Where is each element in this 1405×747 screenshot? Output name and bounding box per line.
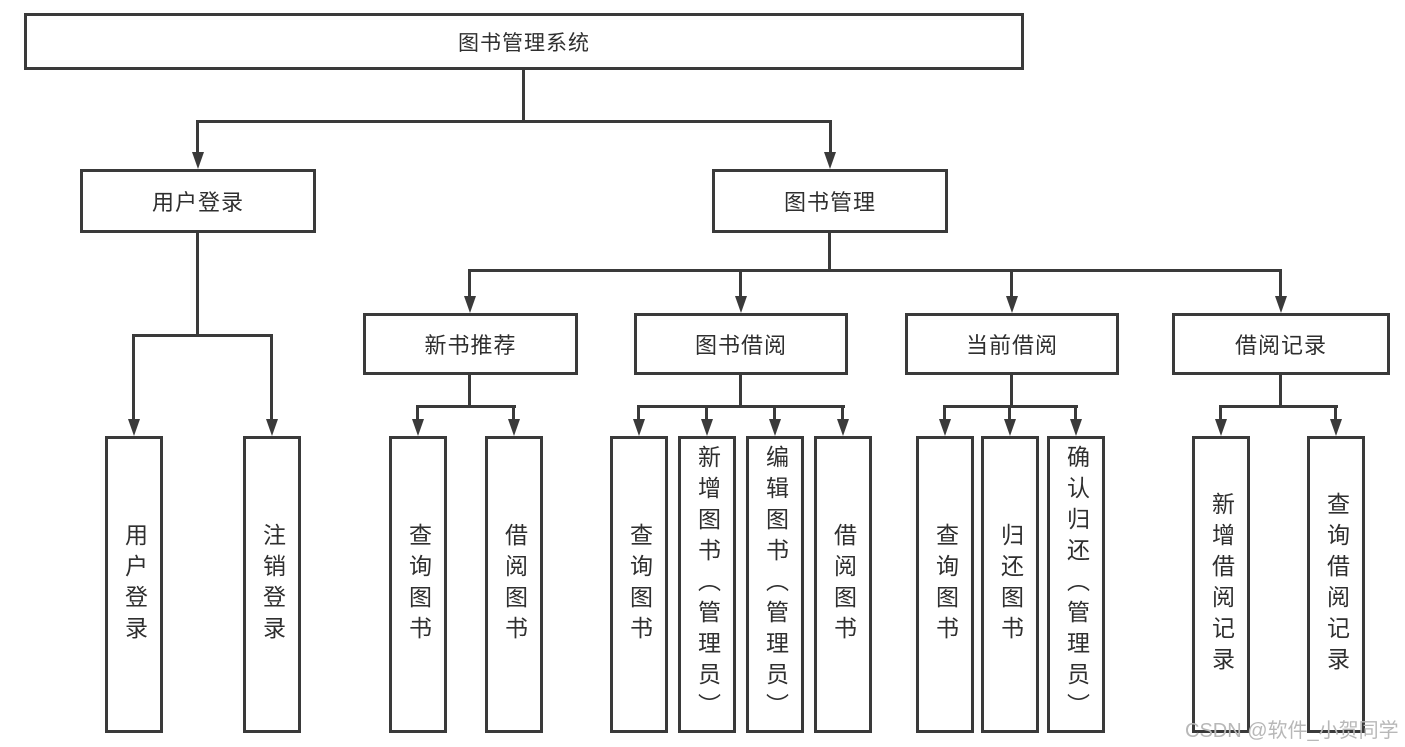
leaf-label: 查询图书 (626, 522, 653, 647)
connector-line (1279, 375, 1282, 408)
connector-line (416, 405, 516, 408)
arrowhead-down-icon (1330, 419, 1342, 436)
connector-line (1219, 405, 1338, 408)
leaf-label: 借阅图书 (830, 522, 857, 647)
node-book-management: 图书管理 (712, 169, 948, 233)
leaf-borrowing-add-books-admin: 新增图书（管理员） (678, 436, 736, 733)
leaf-recommend-borrow-books: 借阅图书 (485, 436, 543, 733)
connector-line (416, 405, 419, 420)
arrowhead-down-icon (128, 419, 140, 436)
leaf-label: 查询图书 (405, 522, 432, 647)
leaf-recommend-query-books: 查询图书 (389, 436, 447, 733)
arrowhead-down-icon (837, 419, 849, 436)
leaf-label: 用户登录 (121, 522, 148, 647)
connector-line (739, 269, 742, 298)
leaf-borrowing-borrow-books: 借阅图书 (814, 436, 872, 733)
connector-line (512, 405, 515, 420)
leaf-borrowing-edit-books-admin: 编辑图书（管理员） (746, 436, 804, 733)
leaf-label: 借阅图书 (501, 522, 528, 647)
leaf-user-login: 用户登录 (105, 436, 163, 733)
leaf-logout: 注销登录 (243, 436, 301, 733)
connector-line (841, 405, 844, 420)
csdn-watermark: CSDN @软件_小贺同学 (1185, 720, 1399, 742)
arrowhead-down-icon (1215, 419, 1227, 436)
connector-line (1334, 405, 1337, 420)
connector-line (1219, 405, 1222, 420)
connector-line (1010, 375, 1013, 408)
connector-line (196, 120, 199, 154)
arrowhead-down-icon (939, 419, 951, 436)
leaf-label: 新增图书（管理员） (694, 445, 721, 724)
connector-line (132, 334, 273, 337)
leaf-label: 查询借阅记录 (1323, 491, 1350, 678)
leaf-borrowing-query-books: 查询图书 (610, 436, 668, 733)
arrowhead-down-icon (266, 419, 278, 436)
connector-line (1279, 269, 1282, 298)
node-new-book-recommendation: 新书推荐 (363, 313, 578, 375)
arrowhead-down-icon (1004, 419, 1016, 436)
connector-line (739, 375, 742, 408)
connector-line (522, 70, 525, 120)
arrowhead-down-icon (701, 419, 713, 436)
arrowhead-down-icon (769, 419, 781, 436)
connector-line (705, 405, 708, 420)
connector-line (828, 233, 831, 272)
arrowhead-down-icon (1006, 296, 1018, 313)
connector-line (270, 334, 273, 420)
arrowhead-down-icon (1070, 419, 1082, 436)
connector-line (1010, 269, 1013, 298)
arrowhead-down-icon (735, 296, 747, 313)
connector-line (943, 405, 946, 420)
arrowhead-down-icon (1275, 296, 1287, 313)
connector-line (468, 375, 471, 408)
arrowhead-down-icon (508, 419, 520, 436)
node-book-borrowing: 图书借阅 (634, 313, 848, 375)
connector-line (196, 120, 832, 123)
leaf-label: 查询图书 (932, 522, 959, 647)
connector-line (132, 334, 135, 420)
leaf-current-confirm-return-admin: 确认归还（管理员） (1047, 436, 1105, 733)
connector-line (637, 405, 640, 420)
connector-line (468, 269, 1282, 272)
connector-line (637, 405, 845, 408)
connector-line (468, 269, 471, 298)
arrowhead-down-icon (824, 152, 836, 169)
connector-line (829, 120, 832, 154)
leaf-label: 确认归还（管理员） (1063, 445, 1090, 724)
node-user-login: 用户登录 (80, 169, 316, 233)
arrowhead-down-icon (192, 152, 204, 169)
node-borrowing-records: 借阅记录 (1172, 313, 1390, 375)
leaf-records-query-borrow-record: 查询借阅记录 (1307, 436, 1365, 733)
arrowhead-down-icon (464, 296, 476, 313)
node-current-borrowing: 当前借阅 (905, 313, 1119, 375)
connector-line (1074, 405, 1077, 420)
leaf-current-return-books: 归还图书 (981, 436, 1039, 733)
connector-line (773, 405, 776, 420)
leaf-records-add-borrow-record: 新增借阅记录 (1192, 436, 1250, 733)
leaf-label: 注销登录 (259, 522, 286, 647)
node-library-management-system: 图书管理系统 (24, 13, 1024, 70)
leaf-label: 归还图书 (997, 522, 1024, 647)
connector-line (196, 233, 199, 337)
leaf-label: 新增借阅记录 (1208, 491, 1235, 678)
arrowhead-down-icon (633, 419, 645, 436)
leaf-current-query-books: 查询图书 (916, 436, 974, 733)
leaf-label: 编辑图书（管理员） (762, 445, 789, 724)
arrowhead-down-icon (412, 419, 424, 436)
connector-line (1008, 405, 1011, 420)
